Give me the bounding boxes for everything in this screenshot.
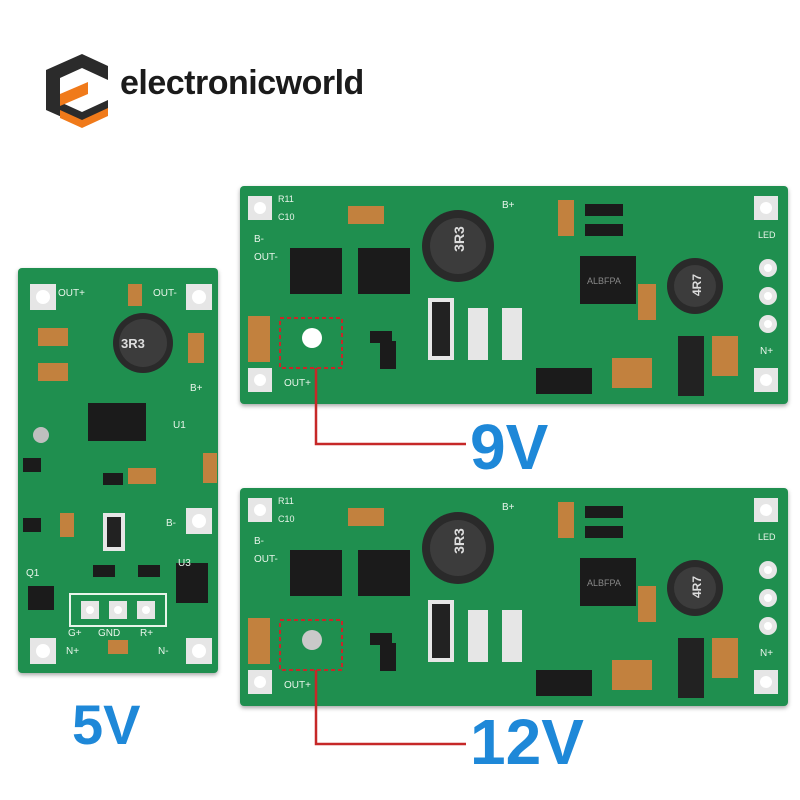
silk-label: B- [254,234,264,245]
brand-logo-icon [46,54,108,128]
voltage-label-5v: 5V [72,693,141,756]
silk-label: B- [254,536,264,547]
silk-label: B- [166,518,176,529]
pcb-board-5v: 3R3 OUT+ OUT- B+ B- U1 U3 Q1 N+ N- G+ GN… [18,268,218,673]
silk-label: OUT+ [284,378,311,389]
voltage-label-12v: 12V [470,706,584,778]
silk-label: R11 [278,194,294,204]
chip-marking: ALBFPA [587,578,621,588]
silk-label: R+ [140,628,154,639]
silk-label: B+ [502,200,515,211]
silk-label: OUT+ [284,680,311,691]
chip-marking: ALBFPA [587,276,621,286]
silk-label: U3 [178,558,191,569]
silk-label: N+ [760,648,774,659]
silk-label: OUT- [254,554,278,565]
pcb-board-12v: 3R3 4R7 ALBFPA R11 C10 B+ B- OUT- OUT+ L… [240,488,788,706]
silk-label: OUT+ [58,288,85,299]
brand-name: electronicworld [120,64,364,102]
silk-label: LED [758,532,776,542]
silk-label: N+ [760,346,774,357]
silk-label: Q1 [26,568,40,579]
silk-label: OUT- [254,252,278,263]
silk-label: LED [758,230,776,240]
silk-label: R11 [278,496,294,506]
silk-label: G+ [68,628,82,639]
silk-label: U1 [173,420,186,431]
silk-label: C10 [278,212,295,222]
inductor-marking: 3R3 [121,336,145,351]
silk-label: B+ [502,502,515,513]
silk-label: C10 [278,514,295,524]
silk-label: OUT- [153,288,177,299]
silk-label: GND [98,628,121,639]
voltage-label-9v: 9V [470,411,549,483]
silk-label: B+ [190,383,203,394]
pcb-board-9v: 3R3 4R7 ALBFPA R11 C10 B+ B- OUT- OUT+ L… [240,186,788,404]
silk-label: N- [158,646,169,657]
silk-label: N+ [66,646,80,657]
